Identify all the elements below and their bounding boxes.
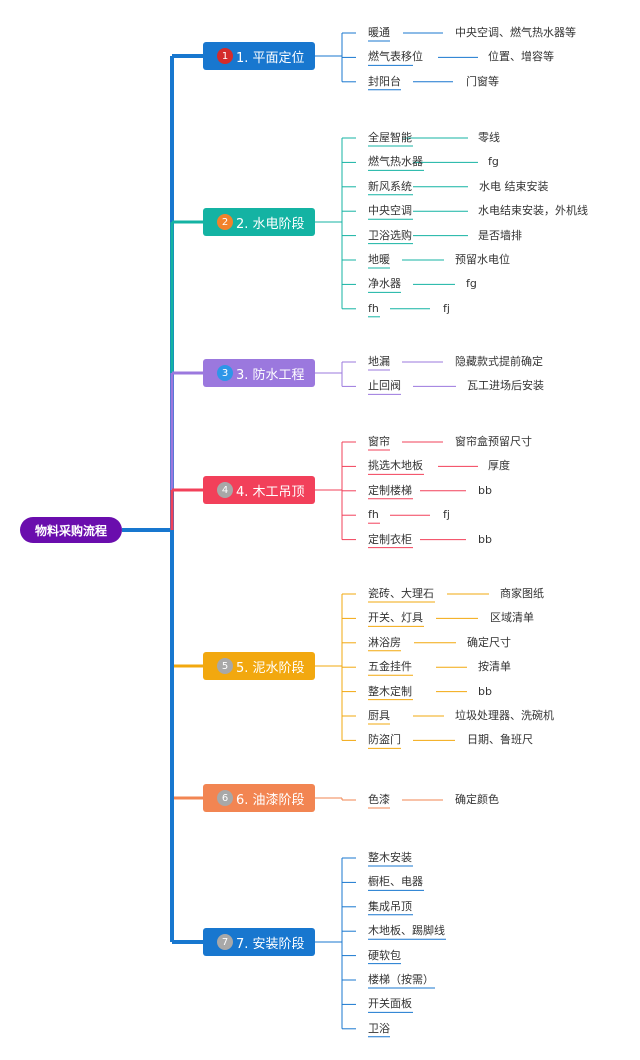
subtopic-label: fj (443, 508, 450, 522)
priority-badge-icon: 3 (217, 365, 233, 381)
subtopic-label: 窗帘盒预留尺寸 (455, 435, 532, 448)
subtopic-label: fg (466, 277, 477, 291)
topic-label: fh (368, 508, 379, 522)
topic-label: 暖通 (368, 26, 390, 39)
topic-label: 集成吊顶 (368, 899, 412, 913)
priority-badge-icon: 1 (217, 48, 233, 64)
topic-label: fh (368, 301, 379, 315)
branch-label: 4. 木工吊顶 (236, 484, 305, 500)
topic-label: 定制楼梯 (368, 483, 412, 497)
subtopic-label: 确定尺寸 (467, 635, 511, 649)
topic-label: 封阳台 (368, 74, 401, 88)
subtopic-label: 确定颜色 (455, 793, 499, 806)
topic-label: 全屋智能 (368, 131, 412, 144)
topic-label: 净水器 (368, 277, 401, 291)
topic-label: 色漆 (368, 793, 390, 806)
root-topic[interactable]: 物料采购流程 (20, 517, 122, 543)
topic-label: 中央空调 (368, 204, 412, 218)
topic-label: 地暖 (368, 253, 390, 266)
subtopic-label: fg (488, 155, 499, 169)
subtopic-label: 零线 (478, 131, 500, 144)
subtopic-label: 位置、增容等 (488, 50, 554, 64)
subtopic-label: 预留水电位 (455, 253, 510, 266)
topic-label: 整木安装 (368, 851, 412, 864)
topic-label: 厨具 (368, 709, 390, 722)
priority-badge-icon: 6 (217, 790, 233, 806)
subtopic-label: 商家图纸 (500, 587, 544, 600)
topic-label: 木地板、踢脚线 (368, 924, 445, 938)
subtopic-label: bb (478, 483, 492, 497)
branch-label: 7. 安装阶段 (236, 936, 305, 952)
subtopic-label: 按清单 (478, 660, 511, 674)
topic-label: 硬软包 (368, 948, 401, 962)
subtopic-label: fj (443, 301, 450, 315)
topic-label: 止回阀 (368, 379, 401, 393)
branch-label: 5. 泥水阶段 (236, 660, 305, 676)
subtopic-label: 水电结束安装，外机线 (478, 204, 588, 218)
subtopic-label: bb (478, 532, 492, 546)
topic-label: 五金挂件 (368, 660, 412, 674)
topic-label: 燃气热水器 (368, 155, 423, 169)
branch-label: 6. 油漆阶段 (236, 792, 305, 808)
topic-label: 橱柜、电器 (368, 875, 423, 889)
priority-badge-icon: 7 (217, 934, 233, 950)
subtopic-label: 日期、鲁班尺 (467, 733, 533, 747)
topic-label: 窗帘 (368, 435, 390, 448)
topic-label: 瓷砖、大理石 (368, 587, 434, 600)
topic-label: 定制衣柜 (368, 532, 412, 546)
priority-badge-icon: 2 (217, 214, 233, 230)
topic-label: 燃气表移位 (368, 50, 423, 64)
priority-badge-icon: 4 (217, 482, 233, 498)
subtopic-label: 隐藏款式提前确定 (455, 355, 543, 368)
topic-label: 淋浴房 (368, 635, 401, 649)
subtopic-label: 水电 结束安装 (479, 179, 549, 193)
branch-label: 3. 防水工程 (236, 367, 305, 383)
subtopic-label: 垃圾处理器、洗碗机 (455, 709, 554, 722)
subtopic-label: bb (478, 684, 492, 698)
subtopic-label: 门窗等 (466, 74, 499, 88)
topic-label: 楼梯（按需） (368, 973, 434, 986)
topic-label: 挑选木地板 (368, 459, 423, 473)
subtopic-label: 瓦工进场后安装 (467, 379, 544, 393)
subtopic-label: 厚度 (488, 459, 510, 473)
subtopic-label: 区域清单 (490, 611, 534, 625)
branch-label: 2. 水电阶段 (236, 216, 305, 232)
topic-label: 整木定制 (368, 684, 412, 698)
topic-label: 新风系统 (368, 179, 412, 193)
topic-label: 开关面板 (368, 997, 412, 1011)
priority-badge-icon: 5 (217, 658, 233, 674)
subtopic-label: 中央空调、燃气热水器等 (455, 26, 576, 39)
topic-label: 卫浴选购 (368, 228, 412, 242)
topic-label: 开关、灯具 (368, 611, 423, 625)
topic-label: 卫浴 (368, 1021, 390, 1035)
topic-label: 防盗门 (368, 733, 401, 747)
topic-label: 地漏 (368, 355, 390, 368)
subtopic-label: 是否墙排 (478, 228, 522, 242)
branch-label: 1. 平面定位 (236, 50, 305, 66)
